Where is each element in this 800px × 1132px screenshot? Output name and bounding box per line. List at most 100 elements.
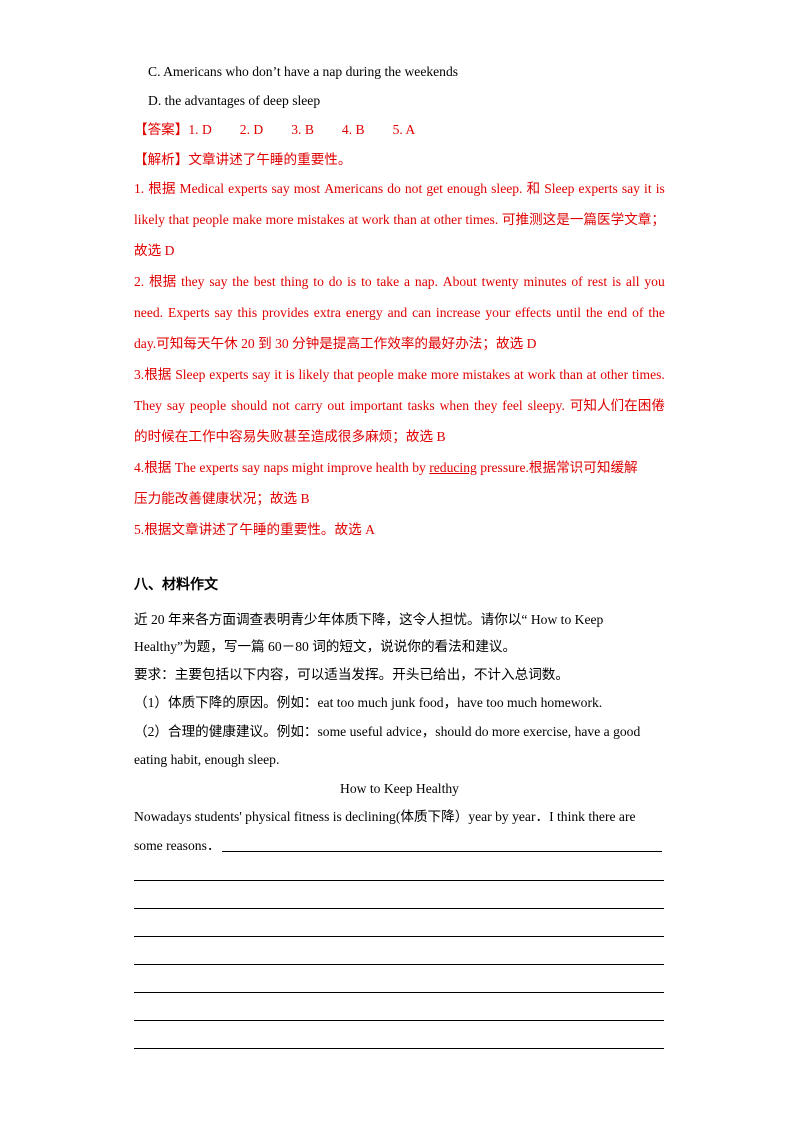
answer-item: 4. B <box>341 122 365 137</box>
underlined-word: reducing <box>429 460 477 475</box>
word: experts <box>578 181 618 196</box>
word: About <box>442 274 477 289</box>
word: is <box>611 274 622 289</box>
word: Medical <box>179 181 225 196</box>
analysis-line-3: 故选 D <box>134 243 175 258</box>
prompt-line-5: （2）合理的健康建议。例如：some useful advice，should … <box>134 724 641 739</box>
word: tasks <box>407 398 435 413</box>
word: more <box>430 367 459 382</box>
word: Americans <box>324 181 384 196</box>
word: mistakes <box>462 367 511 382</box>
word: say <box>166 398 185 413</box>
writing-line <box>222 851 662 852</box>
word: energy <box>345 305 383 320</box>
word: They <box>134 398 162 413</box>
word: nap. <box>414 274 438 289</box>
word: at <box>513 367 524 382</box>
word: work <box>527 367 556 382</box>
word: is <box>285 367 295 382</box>
word: should <box>231 398 268 413</box>
word: provides <box>262 305 309 320</box>
word: say <box>252 367 271 382</box>
word: likely <box>134 212 165 227</box>
word: enough <box>447 181 488 196</box>
essay-title: How to Keep Healthy <box>340 781 459 796</box>
word: 可知人们在困倦 <box>569 398 665 413</box>
word: mistakes <box>297 212 345 227</box>
word: rest <box>587 274 608 289</box>
word: best <box>253 274 276 289</box>
word: do <box>328 274 343 289</box>
word: make <box>232 212 262 227</box>
word: and <box>387 305 408 320</box>
word: people <box>189 398 227 413</box>
word: than <box>393 212 417 227</box>
word: sleep. <box>491 181 523 196</box>
word: feel <box>502 398 523 413</box>
word: twenty <box>481 274 519 289</box>
word: more <box>265 212 294 227</box>
word: people <box>192 212 229 227</box>
word: make <box>397 367 427 382</box>
word: that <box>168 212 189 227</box>
word: say <box>209 274 228 289</box>
word: at <box>348 212 359 227</box>
word: a <box>404 274 411 289</box>
writing-line <box>134 1048 664 1049</box>
analysis-line-6: day.可知每天午休 20 到 30 分钟是提高工作效率的最好办法；故选 D <box>134 336 537 351</box>
word: 2. <box>134 274 145 289</box>
prompt-line-1: 近 20 年来各方面调查表明青少年体质下降，这令人担忧。请你以“ How to … <box>134 612 604 627</box>
word: the <box>585 305 603 320</box>
prompt-line-2: Healthy”为题，写一篇 60－80 词的短文，说说你的看法和建议。 <box>134 639 517 654</box>
answer-item: 2. D <box>239 122 264 137</box>
writing-line <box>134 964 664 965</box>
line-part: pressure.根据常识可知缓解 <box>476 460 638 475</box>
word: when <box>439 398 470 413</box>
word: increase <box>435 305 481 320</box>
word: it <box>644 181 652 196</box>
answer-item: 1. D <box>188 122 212 137</box>
word: work <box>361 212 390 227</box>
word: end <box>607 305 628 320</box>
essay-line-2: some reasons． <box>134 838 221 853</box>
word: they <box>181 274 205 289</box>
word: of <box>571 274 583 289</box>
word: 1. <box>134 181 145 196</box>
writing-line <box>134 1020 664 1021</box>
word: 和 <box>526 181 541 196</box>
analysis-line-12: 5.根据文章讲述了午睡的重要性。故选 A <box>134 522 375 537</box>
word: than <box>559 367 583 382</box>
analysis-header: 【解析】文章讲述了午睡的重要性。 <box>134 151 352 169</box>
word: likely <box>298 367 330 382</box>
word: until <box>556 305 582 320</box>
word: other <box>600 367 629 382</box>
word: of <box>632 305 644 320</box>
word: thing <box>280 274 309 289</box>
word: at <box>420 212 431 227</box>
word: Experts <box>167 305 210 320</box>
answer-item: 3. B <box>291 122 314 137</box>
word: not <box>272 398 290 413</box>
word: effects <box>515 305 552 320</box>
analysis-line-10: 4.根据 The experts say naps might improve … <box>134 459 638 477</box>
word: important <box>349 398 403 413</box>
word: the <box>232 274 249 289</box>
analysis-summary: 文章讲述了午睡的重要性。 <box>188 152 352 167</box>
word: 根据 <box>148 181 176 196</box>
word: say <box>271 181 290 196</box>
word: experts <box>209 367 249 382</box>
analysis-line-9: 的时候在工作中容易失败甚至造成很多麻烦；故选 B <box>134 429 446 444</box>
word: they <box>473 398 498 413</box>
writing-line <box>134 992 664 993</box>
word: at <box>586 367 597 382</box>
prompt-line-4: （1）体质下降的原因。例如：eat too much junk food，hav… <box>134 695 603 710</box>
word: most <box>293 181 321 196</box>
word: need. <box>134 305 164 320</box>
word: carry <box>294 398 323 413</box>
word: sleepy. <box>527 398 565 413</box>
